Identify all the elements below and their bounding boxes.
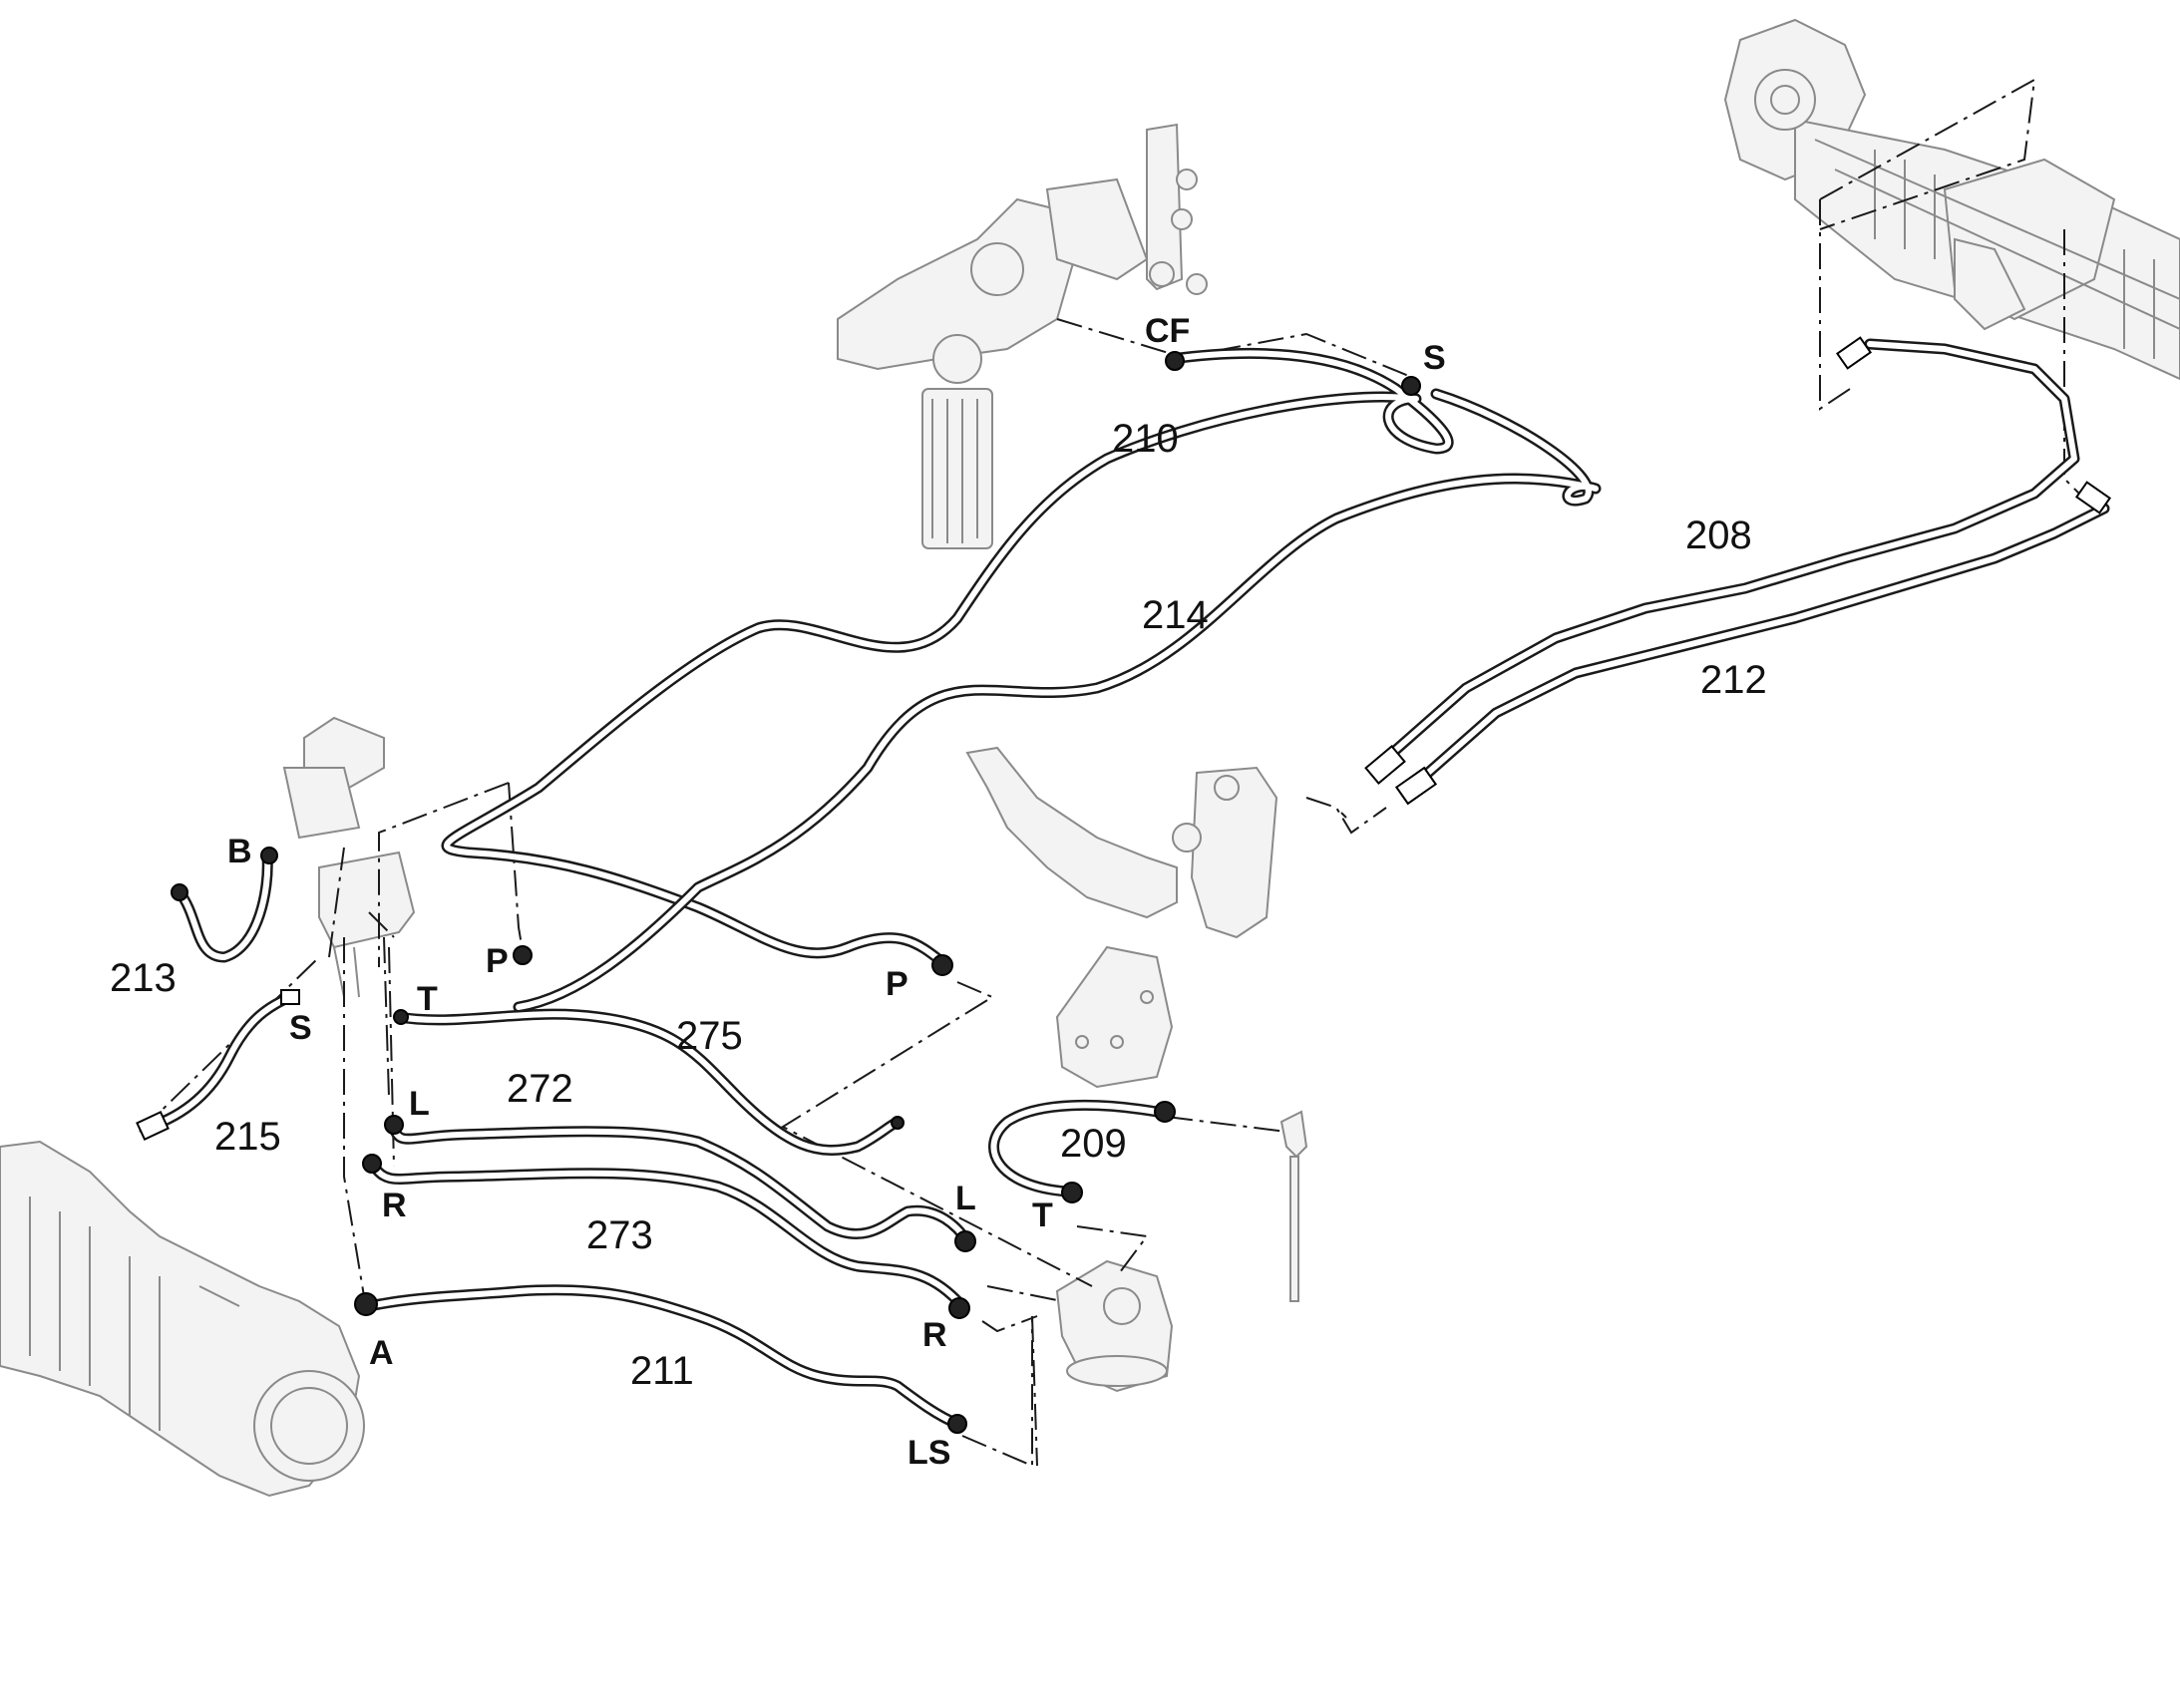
hose-215 [144,991,295,1133]
port-l-right: L [955,1180,976,1217]
label-210: 210 [1112,417,1179,461]
port-t-left: T [417,980,438,1018]
hose-275 [393,1008,904,1156]
hose-212 [1405,503,2110,794]
rear-axle [1723,18,2180,381]
front-transmission [0,1140,365,1498]
port-a: A [369,1334,394,1372]
label-275: 275 [676,1014,743,1058]
hose-273 [368,1161,968,1312]
port-p-right: P [886,965,908,1003]
hose-213 [174,852,273,963]
hose-fittings [136,336,2112,1434]
dipstick [1279,1110,1308,1302]
leader-lines [139,78,2085,1468]
label-212: 212 [1700,658,1767,702]
port-b: B [227,833,252,870]
label-214: 214 [1142,593,1209,637]
label-213: 213 [110,956,177,1000]
steering-unit [1055,1259,1174,1393]
port-s-top: S [1423,339,1446,377]
port-p-left: P [486,942,509,980]
label-272: 272 [507,1067,573,1111]
port-r-right: R [922,1316,947,1354]
port-ls: LS [908,1434,950,1472]
hose-209 [988,1099,1163,1197]
port-t-right: T [1032,1196,1053,1234]
hose-272 [388,1121,973,1247]
hose-208 [1375,338,2080,769]
hydraulic-pump [1055,945,1174,1089]
label-215: 215 [214,1115,281,1159]
label-211: 211 [630,1349,694,1393]
port-r-left: R [382,1187,407,1224]
hose-214 [513,388,1602,1013]
valve-filter-assembly [837,123,1208,549]
port-labels: CF S B S P P T L R A L R LS T [227,312,1446,1472]
label-273: 273 [586,1213,653,1257]
port-l-left: L [409,1085,430,1123]
label-208: 208 [1685,513,1752,557]
port-cf: CF [1145,312,1190,350]
port-s-left: S [289,1009,312,1047]
hose-reference-labels: 208 209 210 211 212 213 214 215 272 273 … [110,417,1767,1393]
hose-211 [363,1284,963,1430]
label-209: 209 [1060,1122,1127,1166]
priority-valve [965,746,1278,939]
valve-block-bracket [282,716,416,998]
